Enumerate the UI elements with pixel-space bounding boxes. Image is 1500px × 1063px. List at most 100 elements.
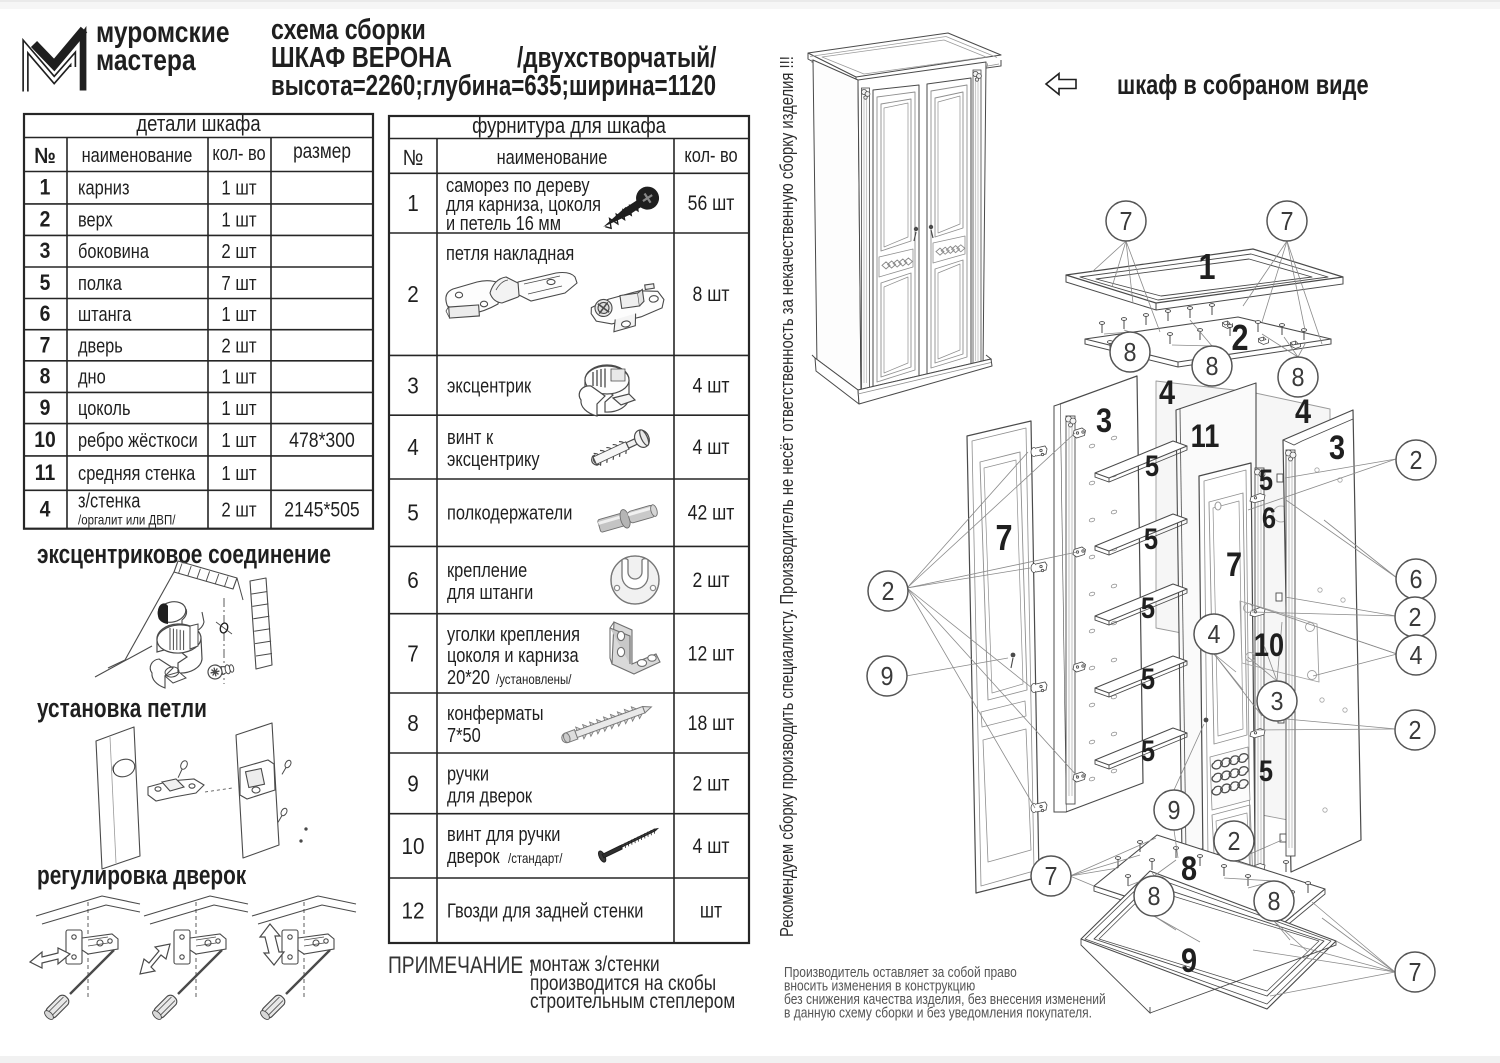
svg-text:5: 5 (1141, 662, 1155, 695)
svg-text:1 шт: 1 шт (221, 176, 257, 199)
svg-text:саморез по дереву: саморез по дереву (446, 173, 590, 196)
svg-text:10: 10 (1254, 628, 1284, 664)
svg-text:7: 7 (40, 333, 51, 357)
svg-text:56 шт: 56 шт (688, 192, 735, 216)
svg-text:8 шт: 8 шт (693, 283, 730, 307)
svg-text:9: 9 (40, 396, 51, 420)
svg-text:цоколя и карниза: цоколя и карниза (447, 643, 579, 666)
svg-text:7: 7 (1408, 959, 1421, 987)
svg-text:6: 6 (1262, 501, 1276, 534)
svg-text:5: 5 (1144, 522, 1158, 555)
svg-text:20*20: 20*20 (447, 665, 490, 688)
svg-text:строительным степлером: строительным степлером (530, 991, 735, 1014)
svg-text:монтаж з/стенки: монтаж з/стенки (530, 954, 660, 977)
svg-text:схема сборки: схема сборки (271, 12, 426, 45)
svg-text:шкаф в собраном виде: шкаф в собраном виде (1117, 69, 1369, 100)
svg-text:8: 8 (1181, 849, 1197, 888)
svg-text:10: 10 (34, 428, 56, 452)
svg-text:эксцентриковое соединение: эксцентриковое соединение (37, 540, 331, 569)
svg-text:1 шт: 1 шт (221, 208, 257, 231)
svg-text:3: 3 (1096, 401, 1112, 440)
svg-text:4: 4 (407, 434, 419, 460)
svg-text:ребро жёсткоси: ребро жёсткоси (78, 428, 198, 451)
svg-text:уголки крепления: уголки крепления (447, 622, 580, 645)
svg-text:Гвозди для задней стенки: Гвозди для задней стенки (447, 899, 643, 922)
svg-text:1: 1 (1198, 248, 1215, 288)
svg-text:дно: дно (78, 365, 106, 388)
svg-text:средняя стенка: средняя стенка (78, 462, 196, 485)
svg-text:1 шт: 1 шт (221, 428, 257, 451)
svg-text:2: 2 (1408, 604, 1421, 632)
svg-text:установка петли: установка петли (37, 694, 207, 723)
svg-text:8: 8 (407, 710, 419, 736)
svg-text:5: 5 (40, 271, 51, 295)
svg-text:регулировка дверок: регулировка дверок (37, 861, 246, 890)
svg-text:кол- во: кол- во (212, 141, 265, 164)
svg-text:9: 9 (1167, 797, 1180, 825)
svg-text:5: 5 (1141, 734, 1155, 767)
svg-text:2: 2 (1408, 717, 1421, 745)
svg-text:для карниза, цоколя: для карниза, цоколя (446, 192, 601, 215)
svg-text:Производитель оставляет за соб: Производитель оставляет за собой право (784, 964, 1017, 981)
svg-text:7: 7 (1280, 208, 1293, 236)
svg-text:7: 7 (995, 519, 1012, 559)
svg-text:дверь: дверь (78, 334, 123, 357)
svg-text:Рекомендуем сборку производить: Рекомендуем сборку производить специалис… (776, 56, 797, 937)
svg-text:18 шт: 18 шт (688, 712, 735, 736)
svg-text:конферматы: конферматы (447, 701, 543, 724)
svg-text:2: 2 (1227, 828, 1240, 856)
svg-text:12: 12 (401, 897, 424, 923)
svg-text:наименование: наименование (82, 143, 193, 166)
svg-text:ШКАФ ВЕРОНА: ШКАФ ВЕРОНА (271, 41, 452, 74)
svg-text:478*300: 478*300 (289, 428, 355, 452)
svg-text:11: 11 (1191, 419, 1220, 455)
svg-text:8: 8 (1205, 353, 1218, 381)
svg-text:12 шт: 12 шт (688, 642, 735, 666)
svg-text:крепление: крепление (447, 558, 527, 581)
svg-text:3: 3 (407, 372, 419, 398)
svg-text:4: 4 (1207, 621, 1220, 649)
svg-text:4: 4 (1159, 373, 1175, 412)
svg-text:2 шт: 2 шт (221, 334, 257, 357)
svg-text:3: 3 (1270, 688, 1283, 716)
svg-text:4: 4 (1295, 392, 1311, 431)
svg-text:1: 1 (40, 176, 51, 200)
svg-text:4 шт: 4 шт (693, 374, 730, 398)
svg-text:9: 9 (407, 770, 419, 796)
svg-text:9: 9 (1181, 941, 1197, 980)
svg-text:№: № (403, 146, 424, 170)
svg-text:для дверок: для дверок (447, 784, 533, 807)
svg-text:/стандарт/: /стандарт/ (508, 850, 563, 866)
svg-text:боковина: боковина (78, 240, 150, 263)
svg-text:штанга: штанга (78, 303, 132, 326)
svg-text:без снижения качества изделия,: без снижения качества изделия, без внесе… (784, 991, 1106, 1008)
svg-text:з/стенка: з/стенка (78, 489, 141, 512)
svg-text:5: 5 (1259, 754, 1273, 787)
svg-text:1 шт: 1 шт (221, 397, 257, 420)
svg-text:5: 5 (1259, 463, 1273, 496)
svg-text:вносить изменения в конструкци: вносить изменения в конструкцию (784, 977, 975, 994)
svg-text:дверок: дверок (447, 844, 500, 867)
svg-text:5: 5 (1145, 449, 1159, 482)
svg-text:наименование: наименование (497, 145, 608, 168)
svg-text:2: 2 (881, 578, 894, 606)
svg-text:цоколь: цоколь (78, 396, 131, 419)
svg-text:8: 8 (40, 364, 51, 388)
svg-text:шт: шт (700, 899, 722, 923)
svg-text:1 шт: 1 шт (221, 365, 257, 388)
svg-text:в данную схему сборки и без ув: в данную схему сборки и без уведомления … (784, 1004, 1092, 1021)
svg-text:/двухстворчатый/: /двухстворчатый/ (517, 40, 716, 73)
svg-text:7: 7 (1119, 208, 1132, 236)
svg-text:мастера: мастера (96, 43, 196, 77)
svg-text:5: 5 (1141, 591, 1155, 624)
svg-text:1 шт: 1 шт (221, 462, 257, 485)
svg-text:эксцентрику: эксцентрику (447, 448, 540, 471)
svg-text:фурнитура для шкафа: фурнитура для шкафа (472, 115, 666, 139)
svg-text:ручки: ручки (447, 762, 489, 785)
svg-text:10: 10 (401, 833, 424, 859)
svg-text:петля накладная: петля накладная (446, 241, 574, 264)
svg-text:эксцентрик: эксцентрик (447, 374, 532, 397)
svg-text:винт к: винт к (447, 426, 494, 449)
svg-text:№: № (34, 144, 56, 168)
svg-text:4 шт: 4 шт (693, 834, 730, 858)
